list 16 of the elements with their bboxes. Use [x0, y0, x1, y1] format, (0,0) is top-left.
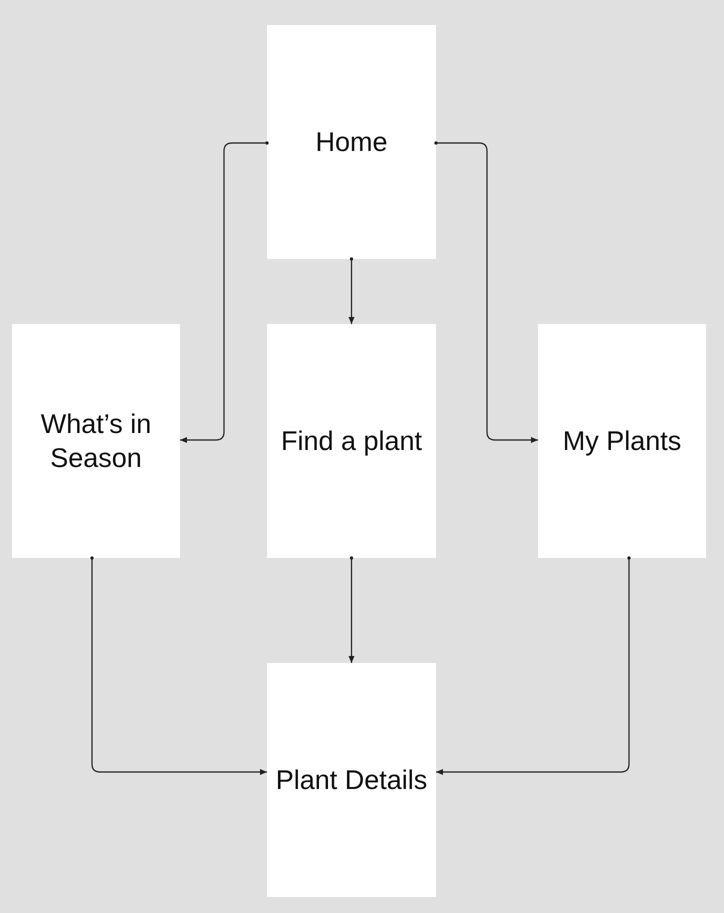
arrow	[348, 257, 354, 324]
arrow	[434, 141, 538, 443]
screen-box	[267, 663, 436, 897]
arrow	[436, 556, 631, 775]
screen-box	[12, 324, 180, 558]
screen-box	[538, 324, 706, 558]
screen-title: Find a plant	[280, 425, 424, 458]
arrow	[180, 141, 269, 443]
screen-title: Plant Details	[274, 764, 428, 797]
screen-title: What’s in Season	[40, 408, 152, 475]
arrow	[90, 556, 267, 775]
screen-title: My Plants	[562, 425, 682, 458]
screen-title: Home	[314, 126, 389, 159]
arrow	[348, 556, 354, 663]
screen-box	[267, 324, 436, 558]
screen-box	[267, 25, 436, 259]
